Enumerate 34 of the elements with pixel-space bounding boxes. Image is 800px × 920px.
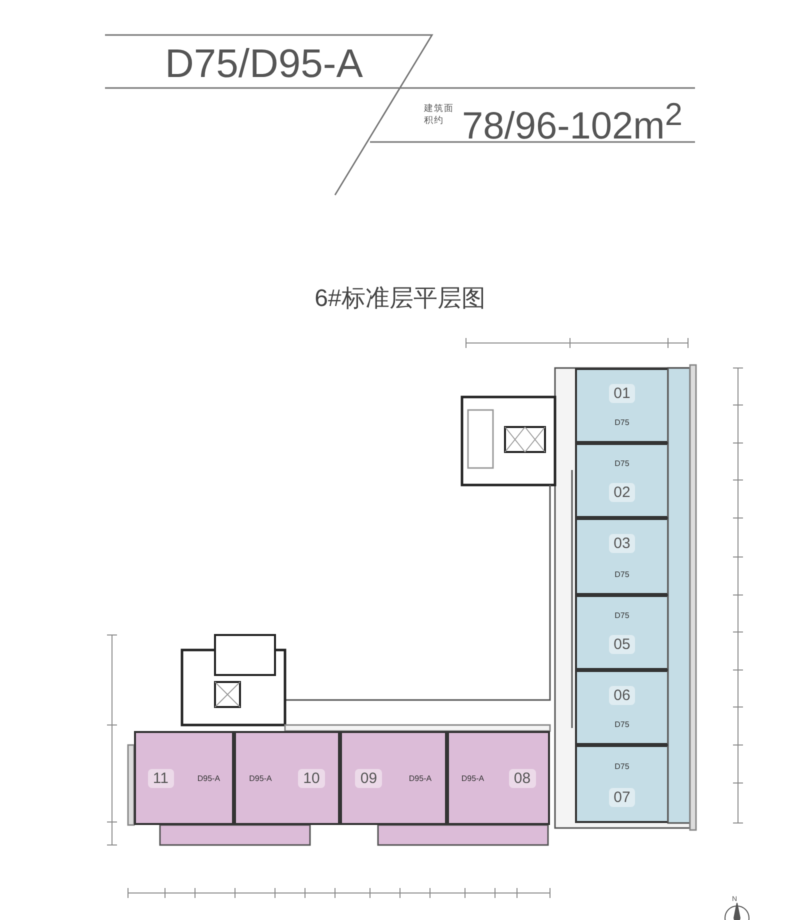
- unit-type-label: D95-A: [408, 774, 432, 782]
- unit-number: 10: [298, 768, 325, 788]
- unit-number: 02: [608, 483, 636, 502]
- unit-number: 09: [355, 768, 382, 788]
- apartment-unit: [575, 595, 668, 670]
- apartment-unit: [340, 731, 447, 825]
- unit-number: 08: [508, 768, 536, 788]
- apartment-unit: [134, 731, 234, 825]
- apartment-unit: [447, 731, 550, 825]
- plan-heading: 6#标准层平层图: [314, 284, 486, 314]
- unit-number: 03: [608, 534, 636, 554]
- apartment-unit: [575, 745, 668, 823]
- area-label: 建筑面积约: [424, 102, 455, 126]
- apartment-unit: [234, 731, 340, 825]
- title: D75/D95-A: [165, 42, 363, 87]
- unit-number: 05: [608, 635, 636, 654]
- unit-type-label: D95-A: [249, 774, 272, 782]
- unit-type-label: D75: [614, 418, 630, 428]
- unit-number: 01: [608, 384, 636, 403]
- unit-type-label: D75: [614, 570, 630, 579]
- area-value: 78/96-102m$^{2}$: [462, 96, 682, 149]
- apartment-unit: [575, 443, 668, 518]
- unit-type-label: D95-A: [197, 774, 220, 782]
- unit-number: 11: [148, 768, 174, 788]
- apartment-unit: [575, 670, 668, 745]
- unit-type-label: D95-A: [461, 774, 484, 782]
- unit-number: 06: [608, 686, 636, 705]
- unit-number: 07: [608, 788, 636, 806]
- apartment-unit: [575, 518, 668, 595]
- unit-type-label: D75: [614, 458, 630, 468]
- unit-type-label: D75: [614, 762, 630, 770]
- unit-type-label: D75: [614, 720, 630, 730]
- apartment-unit: [575, 368, 668, 443]
- unit-type-label: D75: [614, 610, 630, 620]
